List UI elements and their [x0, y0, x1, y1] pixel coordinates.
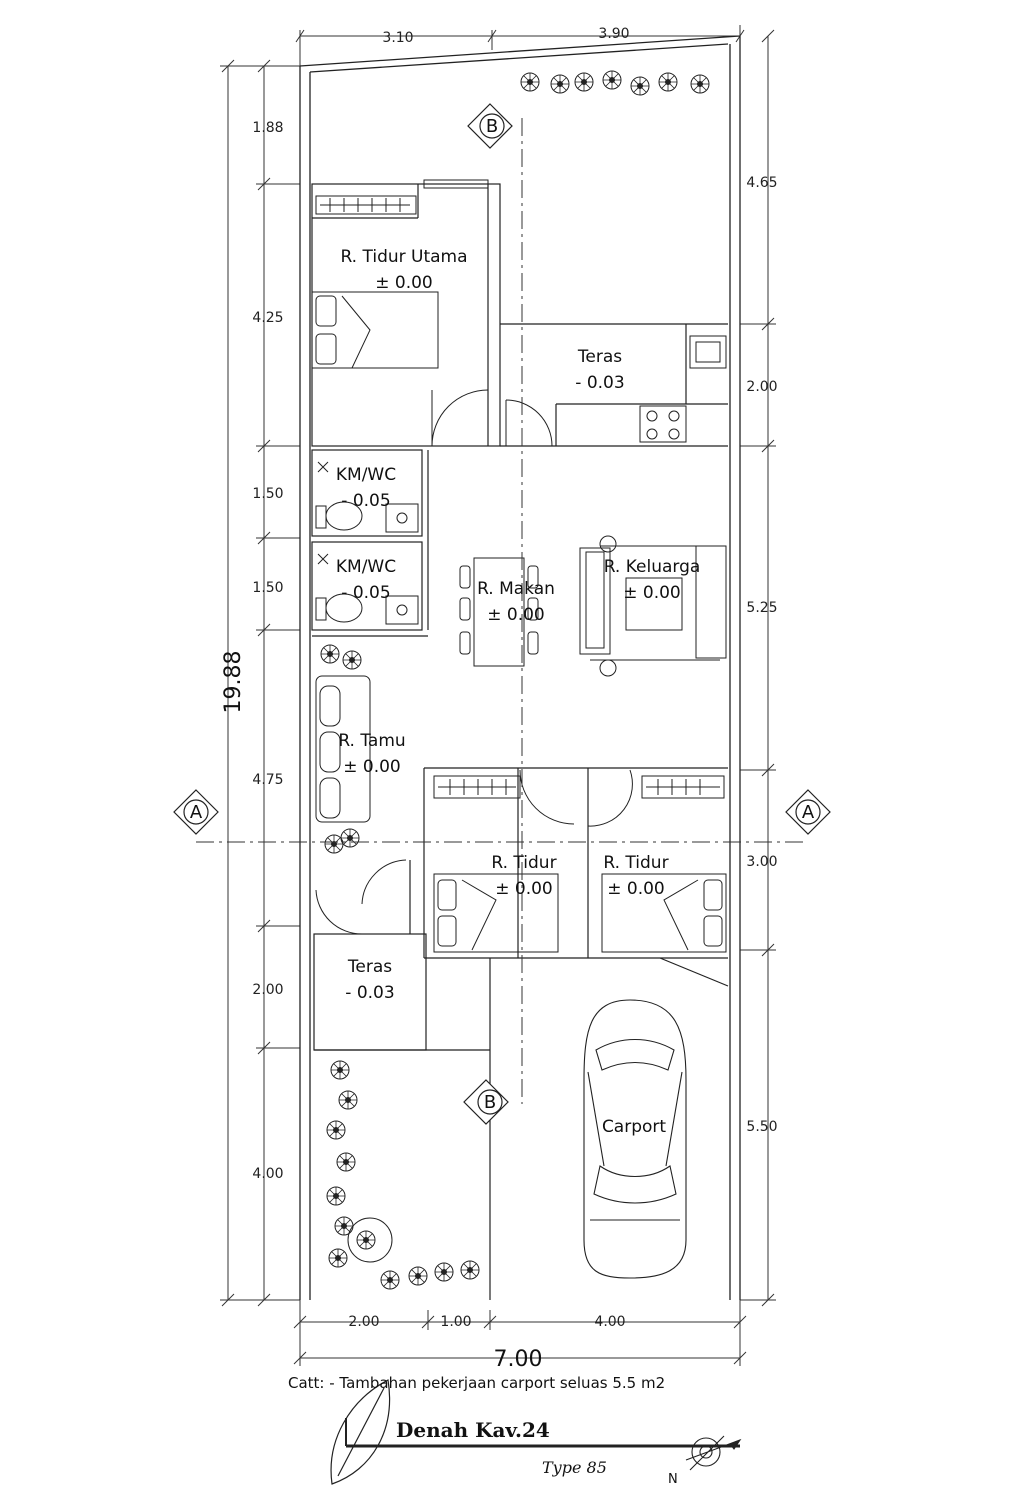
dimension-lines: [220, 25, 776, 1366]
dimension-labels: 3.10 3.90 1.88 4.25 1.50 1.50 4.75 2.00 …: [221, 26, 778, 1372]
room-terrace-front-name: Teras: [347, 957, 392, 977]
dim-bottom-total: 7.00: [494, 1347, 543, 1372]
dim-bottom-3: 4.00: [594, 1314, 625, 1330]
dim-right-3: 5.25: [746, 600, 777, 616]
living-sofa: [315, 675, 371, 823]
dim-right-2: 2.00: [746, 379, 777, 395]
room-labels: R. Tidur Utama ± 0.00 Teras - 0.03 KM/WC…: [336, 247, 700, 1137]
section-lines: [196, 118, 808, 1104]
section-markers: [173, 103, 831, 1125]
section-marker-labels: A A B B: [190, 116, 815, 1113]
dim-bottom-2: 1.00: [440, 1314, 471, 1330]
north-arrow-icon: [685, 1435, 742, 1471]
site-boundary: [299, 35, 741, 1300]
dim-left-3: 1.50: [252, 486, 283, 502]
beds: [311, 291, 727, 953]
room-living-level: ± 0.00: [343, 757, 401, 777]
kitchen-counter: [639, 335, 727, 443]
dim-left-total: 19.88: [221, 651, 246, 714]
dining-set: [459, 557, 539, 667]
dim-right-4: 3.00: [746, 854, 777, 870]
family-sofa: [579, 535, 727, 677]
dim-right-1: 4.65: [746, 175, 777, 191]
room-dining-name: R. Makan: [477, 579, 555, 599]
room-terrace-back-name: Teras: [577, 347, 622, 367]
section-b-bottom: B: [484, 1092, 496, 1113]
plants: [320, 70, 710, 1290]
room-master-bedroom-level: ± 0.00: [375, 273, 433, 293]
dim-top-2: 3.90: [598, 26, 629, 42]
dim-top-1: 3.10: [382, 30, 413, 46]
dim-left-4: 1.50: [252, 580, 283, 596]
room-family-name: R. Keluarga: [604, 557, 701, 577]
car-icon: [583, 999, 687, 1279]
room-bath-1-name: KM/WC: [336, 465, 396, 485]
section-a-left: A: [190, 802, 203, 823]
section-b-top: B: [486, 116, 498, 137]
section-a-right: A: [802, 802, 815, 823]
room-bath-1-level: - 0.05: [341, 491, 390, 511]
dim-left-1: 1.88: [252, 120, 283, 136]
drawing-title: Denah Kav.24: [396, 1418, 550, 1442]
drawing-subtitle: Type 85: [542, 1458, 607, 1477]
room-family-level: ± 0.00: [623, 583, 681, 603]
room-bedroom-2-level: ± 0.00: [607, 879, 665, 899]
bathroom-fixtures: [315, 461, 419, 625]
room-bedroom-1-level: ± 0.00: [495, 879, 553, 899]
room-terrace-front-level: - 0.03: [345, 983, 394, 1003]
dim-right-5: 5.50: [746, 1119, 777, 1135]
room-bedroom-2-name: R. Tidur: [603, 853, 668, 873]
dim-left-2: 4.25: [252, 310, 283, 326]
room-master-bedroom-name: R. Tidur Utama: [340, 247, 467, 267]
room-carport-name: Carport: [602, 1117, 666, 1137]
north-label: N: [668, 1472, 678, 1487]
doors: [315, 389, 633, 935]
dim-left-5: 4.75: [252, 772, 283, 788]
room-bedroom-1-name: R. Tidur: [491, 853, 556, 873]
room-living-name: R. Tamu: [338, 731, 405, 751]
room-bath-2-name: KM/WC: [336, 557, 396, 577]
room-terrace-back-level: - 0.03: [575, 373, 624, 393]
walls: [311, 183, 729, 1300]
drawing-note: Catt: - Tambahan pekerjaan carport selua…: [288, 1374, 666, 1392]
wardrobes: [315, 179, 725, 799]
dim-left-7: 4.00: [252, 1166, 283, 1182]
dim-bottom-1: 2.00: [348, 1314, 379, 1330]
dim-left-6: 2.00: [252, 982, 283, 998]
room-dining-level: ± 0.00: [487, 605, 545, 625]
room-bath-2-level: - 0.05: [341, 583, 390, 603]
leaf-logo: [330, 1379, 740, 1485]
